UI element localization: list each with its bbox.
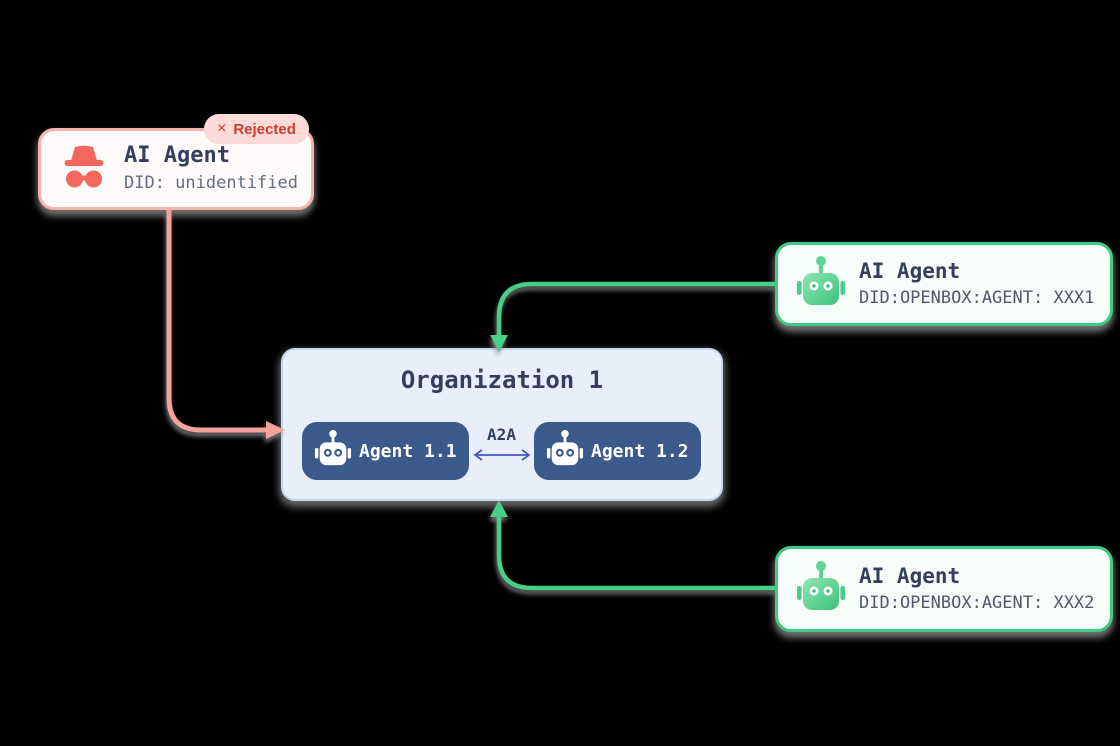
external-agent-card-2: AI Agent DID:OPENBOX:AGENT: XXX2 [775,546,1113,632]
robot-icon [546,428,584,475]
x-icon: × [217,120,227,137]
robot-icon [796,559,846,619]
arrowhead-up-icon [490,500,508,517]
external-agent-card-1: AI Agent DID:OPENBOX:AGENT: XXX1 [775,242,1113,326]
approved-connector-2 [490,500,776,591]
external-agent-1-did: DID:OPENBOX:AGENT: XXX1 [859,287,1095,308]
rejected-status-badge: × Rejected [204,114,309,144]
approved-connector-1 [490,281,776,352]
incognito-icon [58,144,110,194]
agent-1-2-label: Agent 1.2 [591,440,689,462]
organization-title: Organization 1 [400,366,604,394]
external-agent-2-did: DID:OPENBOX:AGENT: XXX2 [859,592,1095,613]
rejected-agent-card: × Rejected AI Agent DID: unidentified [38,114,314,210]
rejected-agent-title: AI Agent [124,143,230,169]
agent-1-2-node: Agent 1.2 [534,422,701,480]
robot-icon [796,254,846,314]
a2a-arrow-icon [470,447,534,466]
organization-box: Organization 1 Agent 1.1 A2A [281,348,723,501]
rejected-connector [166,210,285,439]
rejected-agent-did: DID: unidentified [124,173,298,194]
a2a-link: A2A [467,426,536,466]
external-agent-2-title: AI Agent [859,563,961,588]
external-agent-1-title: AI Agent [859,258,961,283]
robot-icon [314,428,352,475]
rejected-badge-label: Rejected [233,120,296,138]
agent-1-1-label: Agent 1.1 [359,440,457,462]
agent-1-1-node: Agent 1.1 [302,422,469,480]
a2a-label: A2A [487,425,516,444]
